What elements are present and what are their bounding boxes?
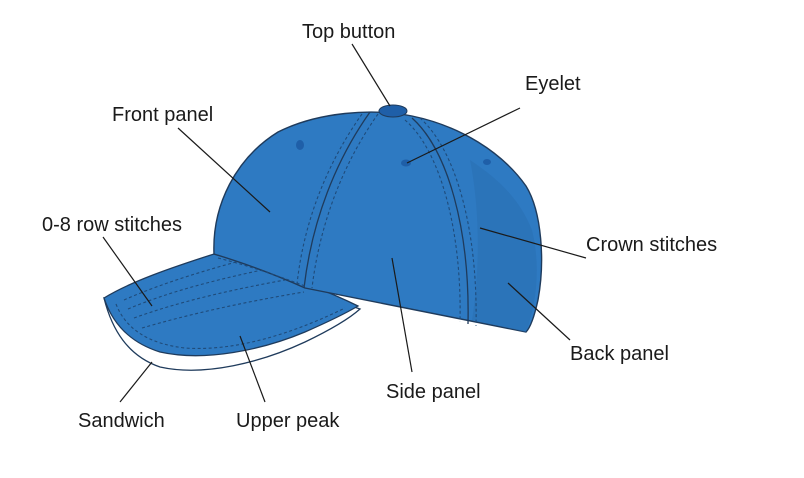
eyelet-back-icon (483, 159, 491, 165)
label-top-button: Top button (302, 21, 395, 43)
front-seam (303, 111, 371, 289)
leader-top-button (351, 43, 391, 107)
label-side-panel: Side panel (386, 381, 481, 403)
eyelet-side-icon (401, 159, 411, 167)
crown-stitch-4 (419, 117, 477, 327)
crown-stitch-1 (296, 113, 363, 285)
leader-row-stitches (102, 236, 153, 307)
leader-sandwich (119, 361, 153, 403)
side-seam (411, 117, 469, 325)
label-front-panel: Front panel (112, 104, 213, 126)
leader-side-panel (391, 257, 413, 373)
crown-stitch-3 (404, 119, 461, 323)
label-sandwich: Sandwich (78, 410, 165, 432)
sweatband-stitch (217, 257, 306, 287)
label-upper-peak: Upper peak (236, 410, 340, 432)
leader-back-panel (507, 282, 571, 341)
label-eyelet: Eyelet (525, 73, 581, 95)
label-back-panel: Back panel (570, 343, 669, 365)
brim-stitch-1 (123, 261, 237, 301)
leader-upper-peak (239, 335, 266, 403)
crown-shape (213, 111, 543, 333)
leader-front-panel (177, 127, 271, 213)
label-crown-stitches: Crown stitches (586, 234, 717, 256)
eyelet-front-icon (296, 140, 304, 150)
leader-eyelet (406, 107, 521, 164)
label-row-stitches: 0-8 row stitches (42, 214, 182, 236)
brim-stitch-2 (127, 269, 263, 310)
back-panel-shade (470, 160, 537, 332)
brim-edge-stitch (115, 303, 346, 350)
top-button-icon (378, 104, 408, 118)
brim-stitch-4 (141, 291, 305, 329)
brim-stitch-3 (133, 279, 286, 319)
leader-crown-stitches (479, 227, 587, 259)
